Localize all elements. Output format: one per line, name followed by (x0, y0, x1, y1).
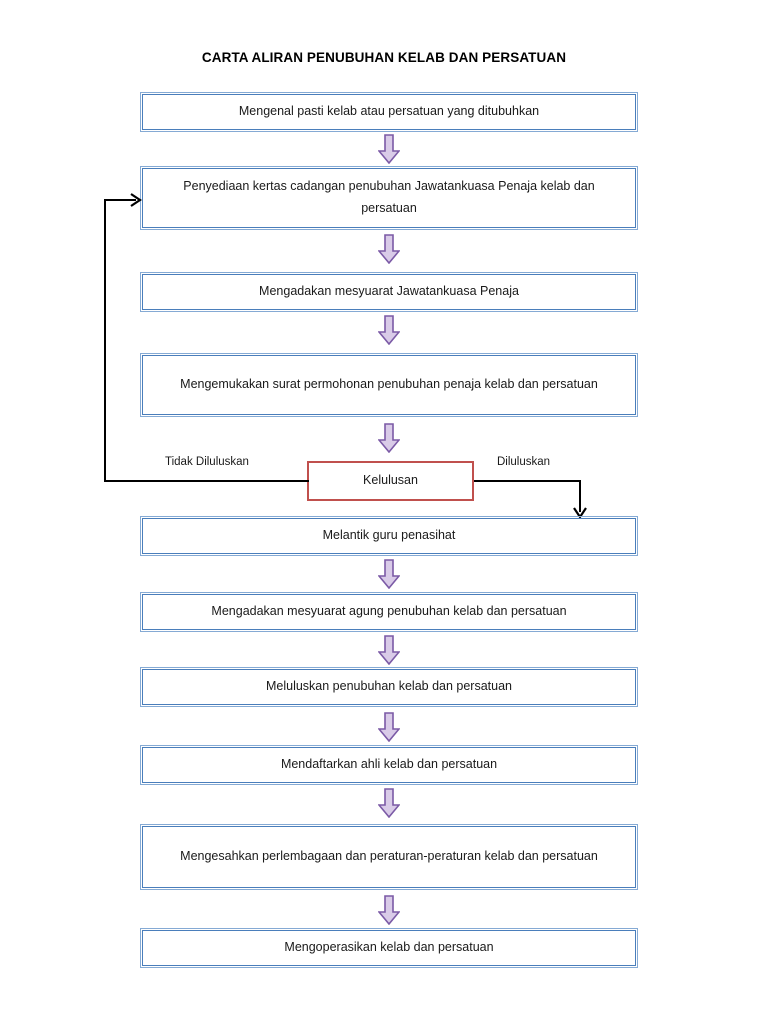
flow-node-1[interactable]: Mengenal pasti kelab atau persatuan yang… (140, 92, 638, 132)
reject-arrowhead (128, 193, 142, 207)
flow-node-8-label: Meluluskan penubuhan kelab dan persatuan (265, 679, 513, 694)
approve-arrowhead (573, 506, 587, 520)
flow-node-6-label: Melantik guru penasihat (322, 528, 456, 543)
reject-connector-vertical (104, 199, 106, 481)
page-title: CARTA ALIRAN PENUBUHAN KELAB DAN PERSATU… (201, 50, 567, 65)
flow-node-8[interactable]: Meluluskan penubuhan kelab dan persatuan (140, 667, 638, 707)
reject-connector-horizontal (104, 480, 309, 482)
decision-node-label: Kelulusan (363, 473, 418, 488)
down-arrow-3-to-4 (378, 315, 400, 345)
flow-node-11-label: Mengoperasikan kelab dan persatuan (284, 940, 494, 955)
flow-node-3-label: Mengadakan mesyuarat Jawatankuasa Penaja (259, 284, 519, 299)
flow-node-2-label: Penyediaan kertas cadangan penubuhan Jaw… (183, 179, 595, 215)
down-arrow-4-to-decision (378, 423, 400, 453)
flow-node-10-label: Mengesahkan perlembagaan dan peraturan-p… (180, 849, 598, 864)
flow-node-4-label: Mengemukakan surat permohonan penubuhan … (180, 377, 598, 392)
approve-connector-horizontal (474, 480, 581, 482)
flow-node-11[interactable]: Mengoperasikan kelab dan persatuan (140, 928, 638, 968)
down-arrow-6-to-7 (378, 559, 400, 589)
down-arrow-7-to-8 (378, 635, 400, 665)
flow-node-7-label: Mengadakan mesyuarat agung penubuhan kel… (211, 604, 567, 619)
down-arrow-1-to-2 (378, 134, 400, 164)
flow-node-7[interactable]: Mengadakan mesyuarat agung penubuhan kel… (140, 592, 638, 632)
reject-connector-into-node2 (104, 199, 136, 201)
down-arrow-9-to-10 (378, 788, 400, 818)
flow-node-1-label: Mengenal pasti kelab atau persatuan yang… (238, 104, 540, 119)
flow-node-6[interactable]: Melantik guru penasihat (140, 516, 638, 556)
approve-connector-vertical (579, 480, 581, 512)
flow-node-9-label: Mendaftarkan ahli kelab dan persatuan (280, 757, 498, 772)
flow-node-2[interactable]: Penyediaan kertas cadangan penubuhan Jaw… (140, 166, 638, 230)
down-arrow-2-to-3 (378, 234, 400, 264)
flow-node-4[interactable]: Mengemukakan surat permohonan penubuhan … (140, 353, 638, 417)
flow-node-3[interactable]: Mengadakan mesyuarat Jawatankuasa Penaja (140, 272, 638, 312)
decision-node-kelulusan[interactable]: Kelulusan (307, 461, 474, 501)
reject-branch-label: Tidak Diluluskan (165, 456, 249, 468)
approve-branch-label: Diluluskan (497, 456, 551, 468)
down-arrow-8-to-9 (378, 712, 400, 742)
flow-node-9[interactable]: Mendaftarkan ahli kelab dan persatuan (140, 745, 638, 785)
flow-node-10[interactable]: Mengesahkan perlembagaan dan peraturan-p… (140, 824, 638, 890)
down-arrow-10-to-11 (378, 895, 400, 925)
